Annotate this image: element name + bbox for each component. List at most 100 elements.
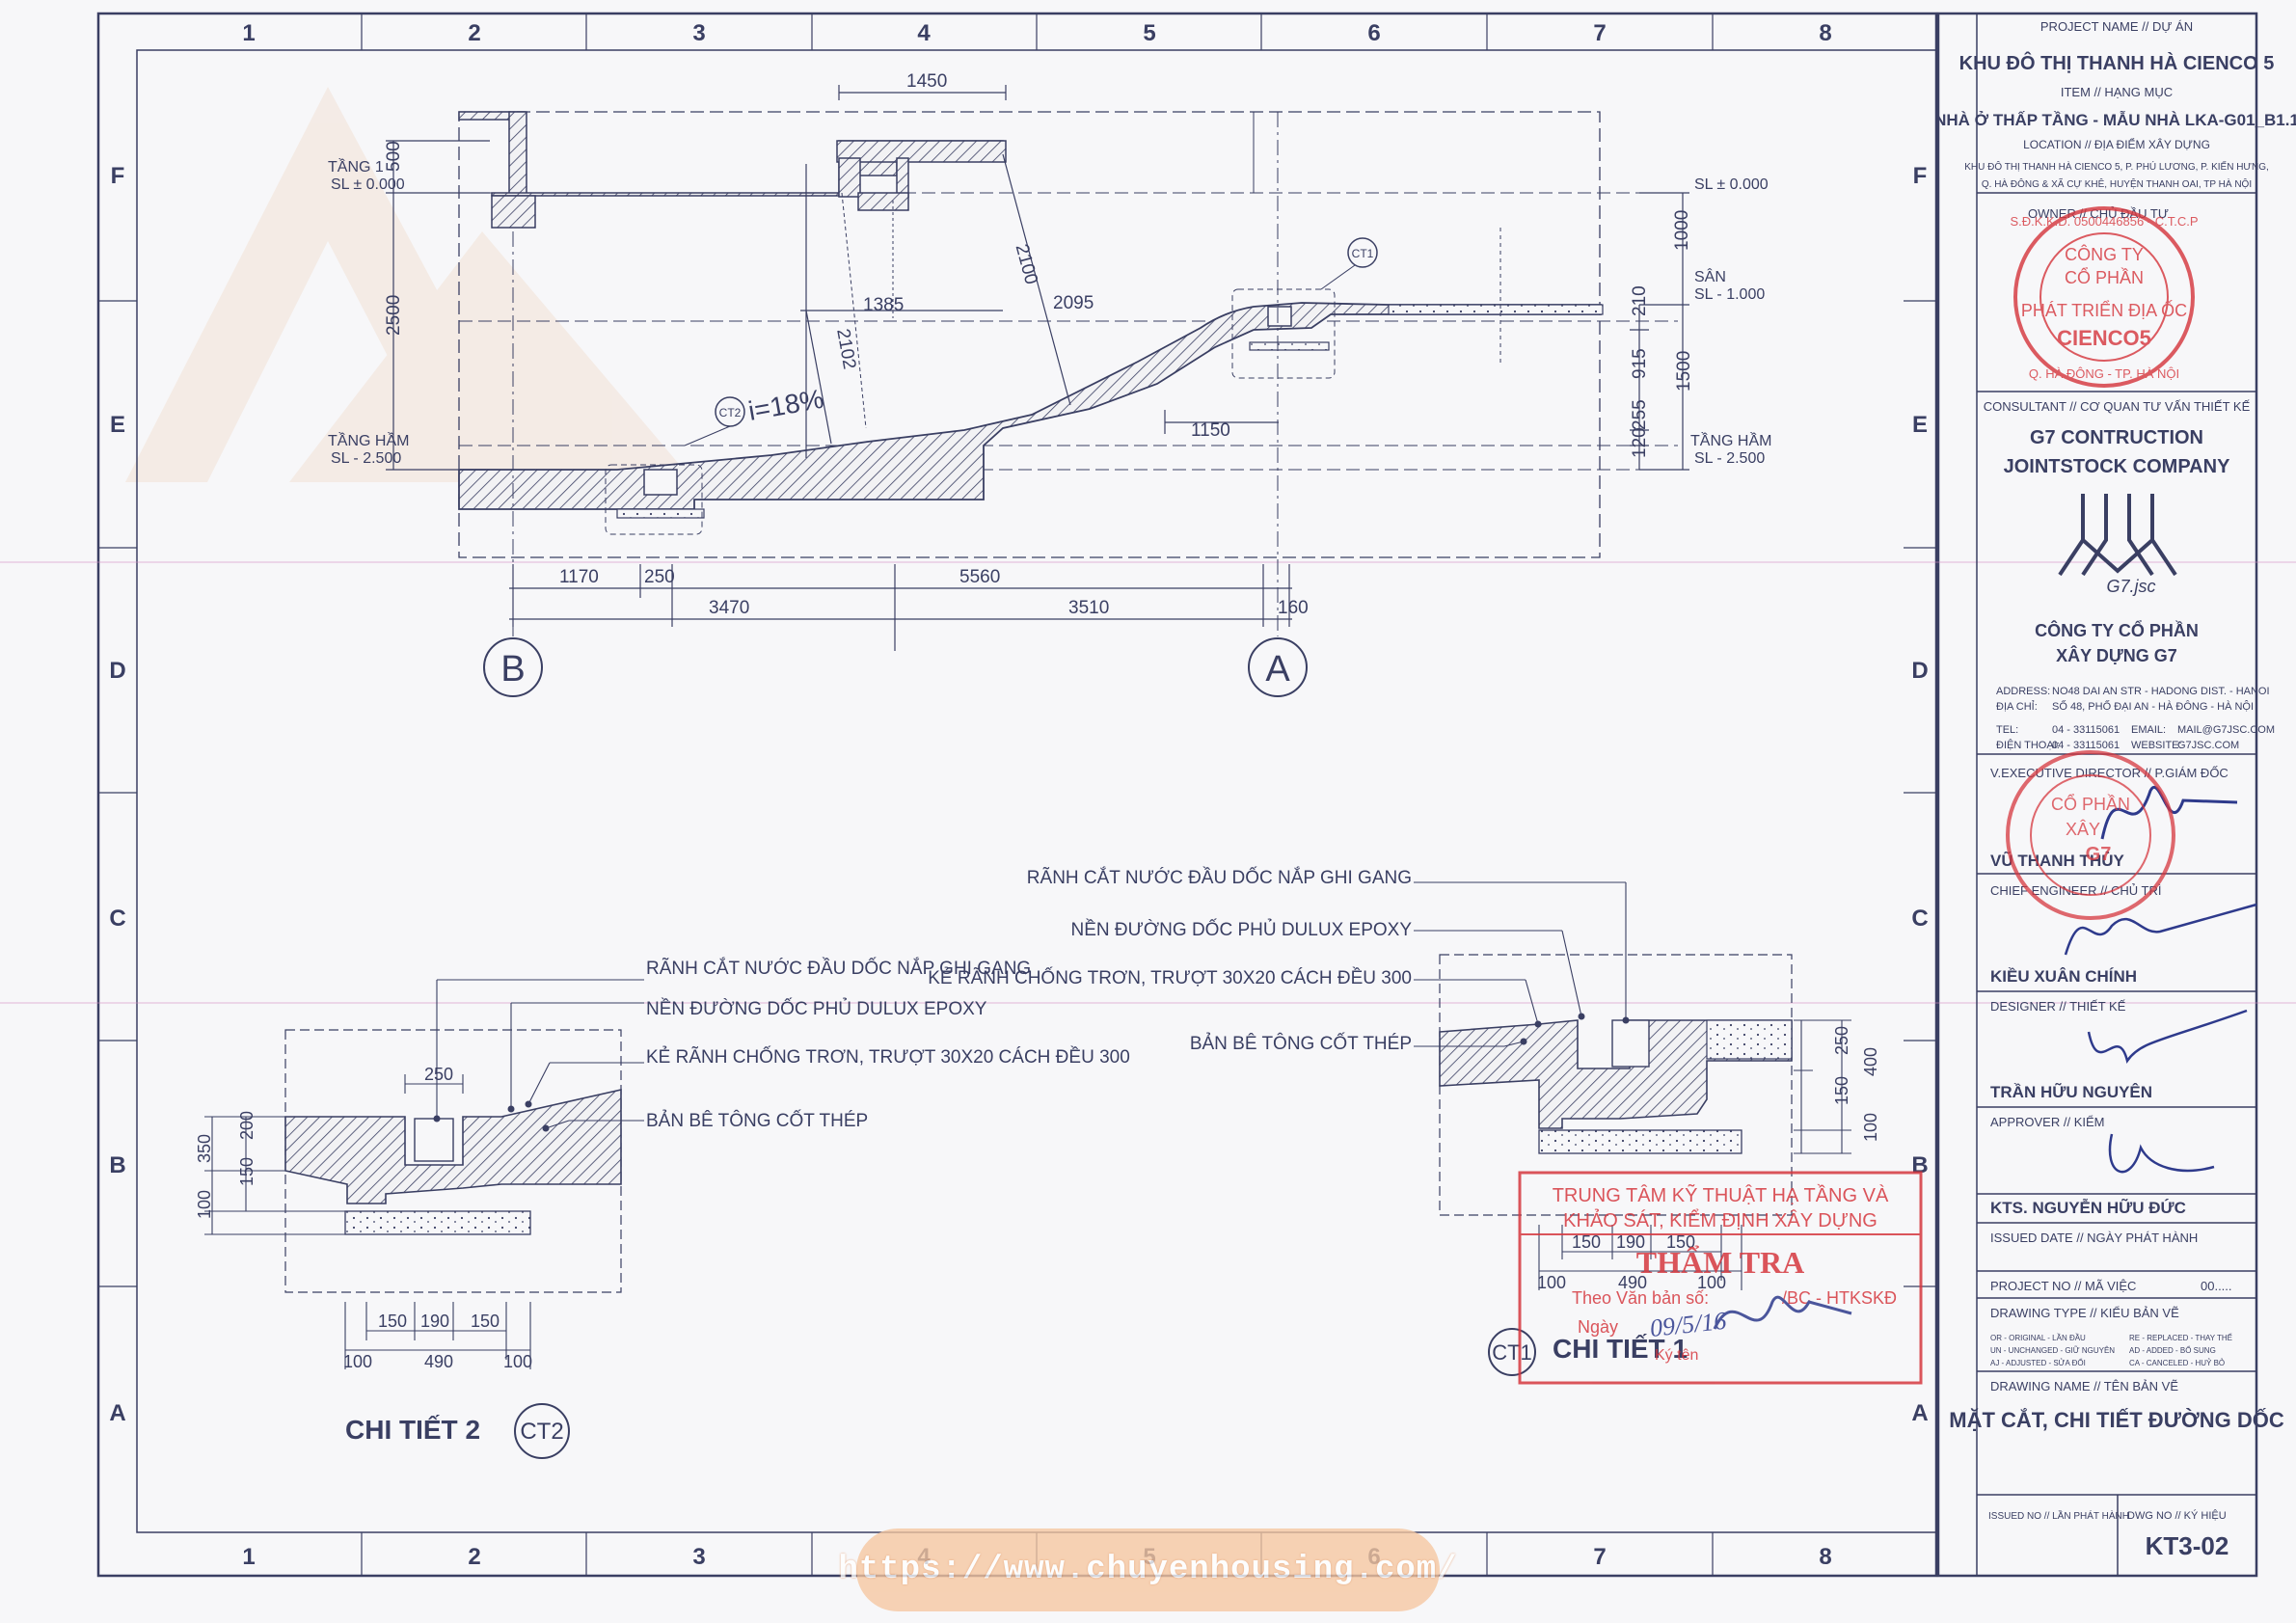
dim-120: 120 bbox=[1630, 427, 1650, 458]
dim-3510: 3510 bbox=[1068, 598, 1109, 618]
tb-address-vn: SỐ 48, PHỐ ĐẠI AN - HÀ ĐÔNG - HÀ NỘI bbox=[2052, 699, 2254, 713]
dim-255: 255 bbox=[1630, 399, 1650, 430]
detail2-label-drain: RÃNH CẮT NƯỚC ĐẦU DỐC NẮP GHI GANG bbox=[646, 958, 1031, 979]
chief-signature bbox=[2064, 903, 2257, 956]
tb-dt-re: RE - REPLACED - THAY THẾ bbox=[2129, 1333, 2232, 1342]
tb-issued-date-label: ISSUED DATE // NGÀY PHÁT HÀNH bbox=[1990, 1231, 2198, 1245]
dim-5560: 5560 bbox=[959, 567, 1000, 587]
detail2-dim-350: 350 bbox=[195, 1134, 214, 1163]
grid-row-label: D bbox=[1911, 658, 1928, 684]
grid-col-label: 5 bbox=[1143, 20, 1155, 46]
grid-row-label: C bbox=[1911, 906, 1928, 932]
detail1-dim-250: 250 bbox=[1832, 1026, 1851, 1055]
tb-dt-aj: AJ - ADJUSTED - SỬA ĐỔI bbox=[1990, 1359, 2086, 1367]
detail2-dim-b1: 150 bbox=[378, 1312, 407, 1331]
watermark-url: https://www.chuyenhousing.com/ bbox=[838, 1528, 1457, 1611]
tb-company-vn-1: CÔNG TY CỔ PHẦN bbox=[2035, 620, 2199, 640]
level-ham-label: TẦNG HẦM bbox=[328, 431, 409, 449]
tb-phone-label: ĐIỆN THOẠI: bbox=[1996, 739, 2060, 751]
grid-col-label: 7 bbox=[1593, 20, 1606, 46]
tb-tel-label: TEL: bbox=[1996, 724, 2018, 736]
detail1-tag: CT1 bbox=[1492, 1340, 1532, 1365]
tb-address: NO48 DAI AN STR - HADONG DIST. - HANOI bbox=[2052, 686, 2270, 697]
detail-2: RÃNH CẮT NƯỚC ĐẦU DỐC NẮP GHI GANG NỀN Đ… bbox=[195, 958, 1130, 1459]
tb-location-line1: KHU ĐÔ THỊ THANH HÀ CIENCO 5, P. PHÚ LƯƠ… bbox=[1964, 160, 2269, 173]
detail2-label-rc-slab: BẢN BÊ TÔNG CỐT THÉP bbox=[646, 1110, 868, 1131]
g7-stamp-line2: XÂY bbox=[2066, 820, 2100, 839]
grid-row-label: F bbox=[1913, 163, 1928, 189]
g7-logo-icon bbox=[2058, 494, 2177, 577]
detail2-dim-100: 100 bbox=[195, 1190, 214, 1219]
designer-signature bbox=[2087, 1009, 2248, 1064]
level-tang1-value: SL ± 0.000 bbox=[331, 176, 405, 193]
dim-500: 500 bbox=[384, 141, 404, 172]
level-ham-value: SL - 2.500 bbox=[331, 450, 401, 467]
grid-col-label: 2 bbox=[468, 20, 480, 46]
title-block-frame bbox=[1936, 12, 2258, 1578]
grid-col-label: 7 bbox=[1593, 1544, 1606, 1570]
grid-col-label: 3 bbox=[692, 20, 705, 46]
tb-issued-no-label: ISSUED NO // LẦN PHÁT HÀNH bbox=[1988, 1509, 2129, 1522]
tb-project-no-label: PROJECT NO // MÃ VIỆC bbox=[1990, 1279, 2136, 1293]
detail1-label-drain: RÃNH CẮT NƯỚC ĐẦU DỐC NẮP GHI GANG bbox=[1027, 867, 1412, 888]
ramp-slab bbox=[458, 302, 1602, 510]
dim-1000: 1000 bbox=[1672, 210, 1692, 251]
level-san-label: SÂN bbox=[1694, 267, 1726, 285]
level-san-value: SL - 1.000 bbox=[1694, 286, 1765, 303]
watermark-logo bbox=[125, 87, 694, 482]
grid-col-label: 1 bbox=[242, 20, 255, 46]
dim-2095: 2095 bbox=[1053, 293, 1094, 313]
detail1-dim-b1: 150 bbox=[1572, 1232, 1601, 1252]
grid-row-label: C bbox=[109, 906, 125, 932]
owner-stamp-line1: CÔNG TY bbox=[2065, 244, 2144, 264]
grid-row-label: E bbox=[110, 412, 125, 438]
tb-dwg-no: KT3-02 bbox=[2146, 1531, 2229, 1560]
g7-stamp: CỔ PHẦN XÂY G7 bbox=[2006, 750, 2175, 920]
g7-stamp-line3: G7 bbox=[2086, 844, 2112, 865]
tb-project-label: PROJECT NAME // DỰ ÁN bbox=[2040, 19, 2193, 34]
dim-1500: 1500 bbox=[1674, 351, 1694, 392]
grid-col-label: 3 bbox=[692, 1544, 705, 1570]
review-signature bbox=[1713, 1295, 1852, 1330]
grid-col-label: 4 bbox=[917, 20, 931, 46]
grid-row-label: B bbox=[109, 1152, 125, 1178]
dim-1450: 1450 bbox=[906, 71, 947, 92]
detail2-tag-bubble bbox=[514, 1403, 570, 1459]
owner-stamp-line2: CỔ PHẦN bbox=[2065, 267, 2144, 287]
tb-drawing-name-label: DRAWING NAME // TÊN BẢN VẼ bbox=[1990, 1379, 2178, 1393]
tb-address-label: ADDRESS: bbox=[1996, 686, 2050, 697]
tb-director-label: V.EXECUTIVE DIRECTOR // P.GIÁM ĐỐC bbox=[1990, 766, 2228, 780]
review-stamp-line2: KHẢO SÁT, KIỂM ĐỊNH XÂY DỰNG bbox=[1563, 1209, 1877, 1231]
tb-dt-ca: CA - CANCELED - HUỶ BỎ bbox=[2129, 1359, 2225, 1367]
level-right-top: SL ± 0.000 bbox=[1694, 176, 1769, 193]
detail2-dim-r: 100 bbox=[503, 1352, 532, 1371]
detail2-title: CHI TIẾT 2 bbox=[345, 1415, 480, 1445]
level-right-ham-value: SL - 2.500 bbox=[1694, 450, 1765, 467]
tb-website: G7JSC.COM bbox=[2177, 740, 2239, 751]
review-stamp-date-label: Ngày bbox=[1578, 1317, 1618, 1337]
detail1-dim-150: 150 bbox=[1832, 1076, 1851, 1105]
tb-dt-un: UN - UNCHANGED - GIỮ NGUYÊN bbox=[1990, 1346, 2115, 1355]
tb-project-name: KHU ĐÔ THỊ THANH HÀ CIENCO 5 bbox=[1959, 51, 2275, 74]
tb-dt-or: OR - ORIGINAL - LẦN ĐẦU bbox=[1990, 1333, 2086, 1342]
detail1-title: CHI TIẾT 1 bbox=[1553, 1334, 1688, 1364]
grid-col-label: 6 bbox=[1367, 20, 1380, 46]
section-extent bbox=[458, 111, 1601, 558]
dim-2100: 2100 bbox=[1012, 242, 1041, 286]
section-tag-ct2: CT2 bbox=[719, 406, 742, 419]
axis-bubble-b bbox=[483, 637, 543, 697]
axis-bubble-a bbox=[1248, 637, 1308, 697]
dim-1170: 1170 bbox=[559, 567, 599, 587]
grid-row-label: F bbox=[111, 163, 125, 189]
dim-2500: 2500 bbox=[384, 295, 404, 336]
tb-consultant-name-1: G7 CONTRUCTION bbox=[2030, 427, 2203, 448]
grid-col-label: 1 bbox=[242, 1544, 255, 1570]
detail2-tag: CT2 bbox=[520, 1419, 563, 1445]
tb-item-name: NHÀ Ở THẤP TẦNG - MẪU NHÀ LKA-G01_B1.1 bbox=[1934, 111, 2296, 129]
review-stamp: TRUNG TÂM KỸ THUẬT HẠ TẦNG VÀ KHẢO SÁT, … bbox=[1518, 1171, 1923, 1385]
dim-2102: 2102 bbox=[832, 327, 859, 370]
detail1-dim-400: 400 bbox=[1861, 1047, 1880, 1076]
title-block: PROJECT NAME // DỰ ÁN KHU ĐÔ THỊ THANH H… bbox=[1934, 14, 2296, 1576]
tb-chief-label: CHIEF ENGINEER // CHỦ TRÌ bbox=[1990, 883, 2161, 898]
